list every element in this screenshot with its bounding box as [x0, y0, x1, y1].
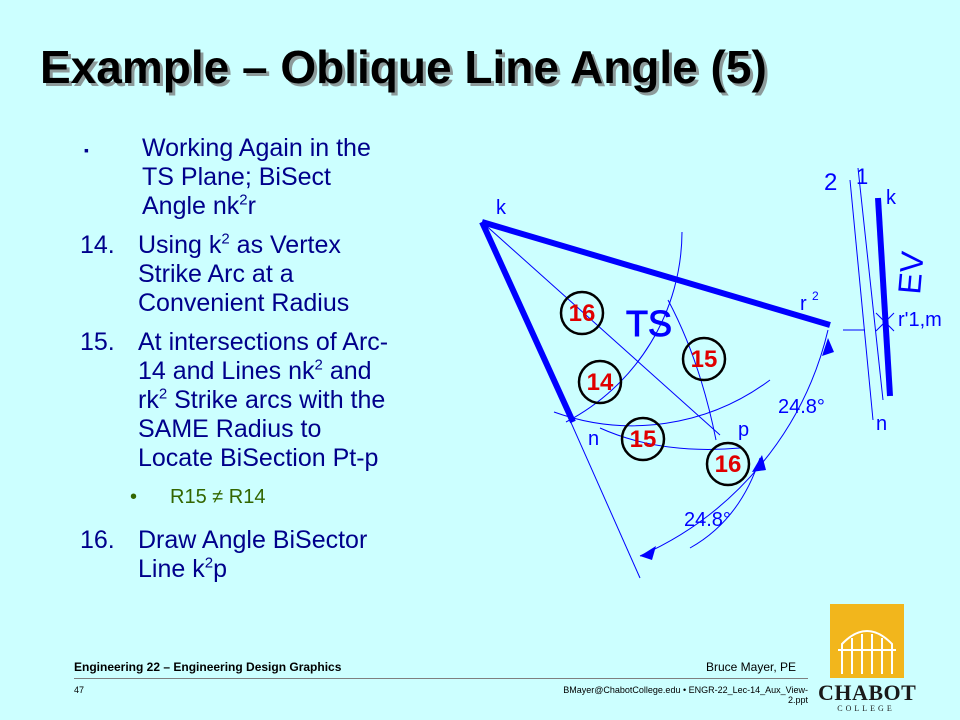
label-k-right: k	[886, 187, 897, 209]
step-number: 16	[569, 300, 596, 327]
bullet-marker: ▪	[84, 142, 89, 158]
label-angle-2: 24.8°	[684, 509, 731, 531]
bullet-line: Line k	[138, 555, 205, 583]
label-angle-1: 24.8°	[778, 396, 825, 418]
arc-14	[565, 231, 683, 423]
superscript: 2	[158, 385, 168, 403]
label-1: 1	[856, 164, 868, 189]
bullet-line: 14 and Lines nk	[138, 357, 315, 385]
bullet-list: ▪ Working Again in the TS Plane; BiSect …	[80, 134, 480, 594]
step-circle-15	[681, 336, 727, 382]
bullet-marker: 16.	[80, 526, 115, 554]
step-circle-15b	[620, 416, 666, 462]
fold-line-2	[849, 179, 874, 421]
bullet-line: Working Again in the	[142, 134, 371, 162]
bullet-line: Convenient Radius	[138, 289, 350, 317]
superscript: 2	[204, 554, 214, 572]
bullet-line: Strike arcs with the	[167, 386, 386, 414]
arrowhead	[752, 455, 766, 472]
label-ts: TS	[626, 303, 672, 344]
bullet-line: Draw Angle BiSector	[138, 526, 368, 554]
step-number: 14	[587, 369, 614, 396]
bullet-marker: 15.	[80, 328, 115, 356]
bullet-line: rk	[138, 386, 159, 414]
bisector-line	[481, 221, 721, 436]
arrowhead	[822, 338, 834, 356]
sub-bullet-marker: •	[130, 486, 138, 508]
bullet-text: At intersections of Arc- 14 and Lines nk…	[138, 328, 388, 473]
label-2: 2	[824, 169, 837, 196]
label-r-sup: 2	[812, 289, 819, 303]
superscript: 2	[239, 191, 248, 209]
footer-course: Engineering 22 – Engineering Design Grap…	[74, 660, 342, 674]
step-number: 16	[715, 451, 742, 478]
bullet-line: p	[213, 555, 227, 583]
line-kr	[481, 219, 831, 328]
bullet-line: as Vertex	[229, 231, 341, 259]
bullet-line: SAME Radius to	[138, 415, 322, 443]
bullet-marker: 14.	[80, 231, 115, 259]
arc-15-lower	[599, 427, 741, 450]
bullet-line: Angle nk	[142, 192, 240, 220]
label-k: k	[496, 197, 507, 219]
arc-14-lower	[553, 379, 771, 427]
superscript: 2	[314, 356, 323, 374]
bullet-line: TS Plane; BiSect	[142, 163, 331, 191]
bullet-item: 15. At intersections of Arc- 14 and Line…	[80, 328, 480, 473]
edge-view-line	[875, 197, 893, 397]
college-logo-icon	[830, 604, 904, 678]
step-number: 15	[691, 346, 718, 373]
bullet-line: Locate BiSection Pt-p	[138, 444, 379, 472]
footer-page-number: 47	[74, 685, 85, 695]
slide-title: Example – Oblique Line Angle (5)	[40, 41, 767, 93]
bullet-text: Draw Angle BiSector Line k2p	[138, 526, 367, 584]
bullet-text: Using k2 as Vertex Strike Arc at a Conve…	[138, 231, 349, 318]
bullet-line: and	[322, 357, 372, 385]
label-n-right: n	[876, 413, 887, 435]
logo-subtitle: COLLEGE	[837, 704, 895, 713]
step-number: 15	[630, 426, 657, 453]
bullet-line: Strike Arc at a	[138, 260, 294, 288]
logo-arch	[841, 630, 893, 674]
bullet-item: ▪ Working Again in the TS Plane; BiSect …	[80, 134, 480, 221]
sub-bullet-text: R15 ≠ R14	[170, 486, 266, 508]
bullet-line: Using k	[138, 231, 222, 259]
line-kn	[479, 220, 576, 424]
footer-file: BMayer@ChabotCollege.edu • ENGR-22_Lec-1…	[563, 685, 808, 705]
label-r1-m: r'1,m	[898, 309, 942, 331]
superscript: 2	[221, 230, 230, 248]
bullet-line: At intersections of Arc-	[138, 328, 389, 356]
sub-bullet: • R15 ≠ R14	[130, 483, 480, 512]
arc-15-upper	[667, 299, 717, 441]
step-circle-16	[559, 290, 605, 336]
bullet-text: Working Again in the TS Plane; BiSect An…	[142, 134, 371, 221]
bullet-item: 16. Draw Angle BiSector Line k2p	[80, 526, 480, 584]
label-p: p	[738, 419, 749, 441]
footer-author: Bruce Mayer, PE	[706, 660, 797, 674]
label-n: n	[588, 428, 599, 450]
label-r: r	[800, 293, 807, 315]
logo-name: CHABOT	[818, 680, 917, 705]
bullet-line: r	[247, 192, 256, 220]
footer-divider	[74, 678, 808, 679]
fold-line-1	[857, 167, 884, 401]
label-ev: EV	[891, 249, 931, 295]
step-circle-14	[577, 359, 623, 405]
bullet-item: 14. Using k2 as Vertex Strike Arc at a C…	[80, 231, 480, 318]
arrowhead	[640, 546, 656, 560]
step-circle-16b	[705, 441, 751, 487]
